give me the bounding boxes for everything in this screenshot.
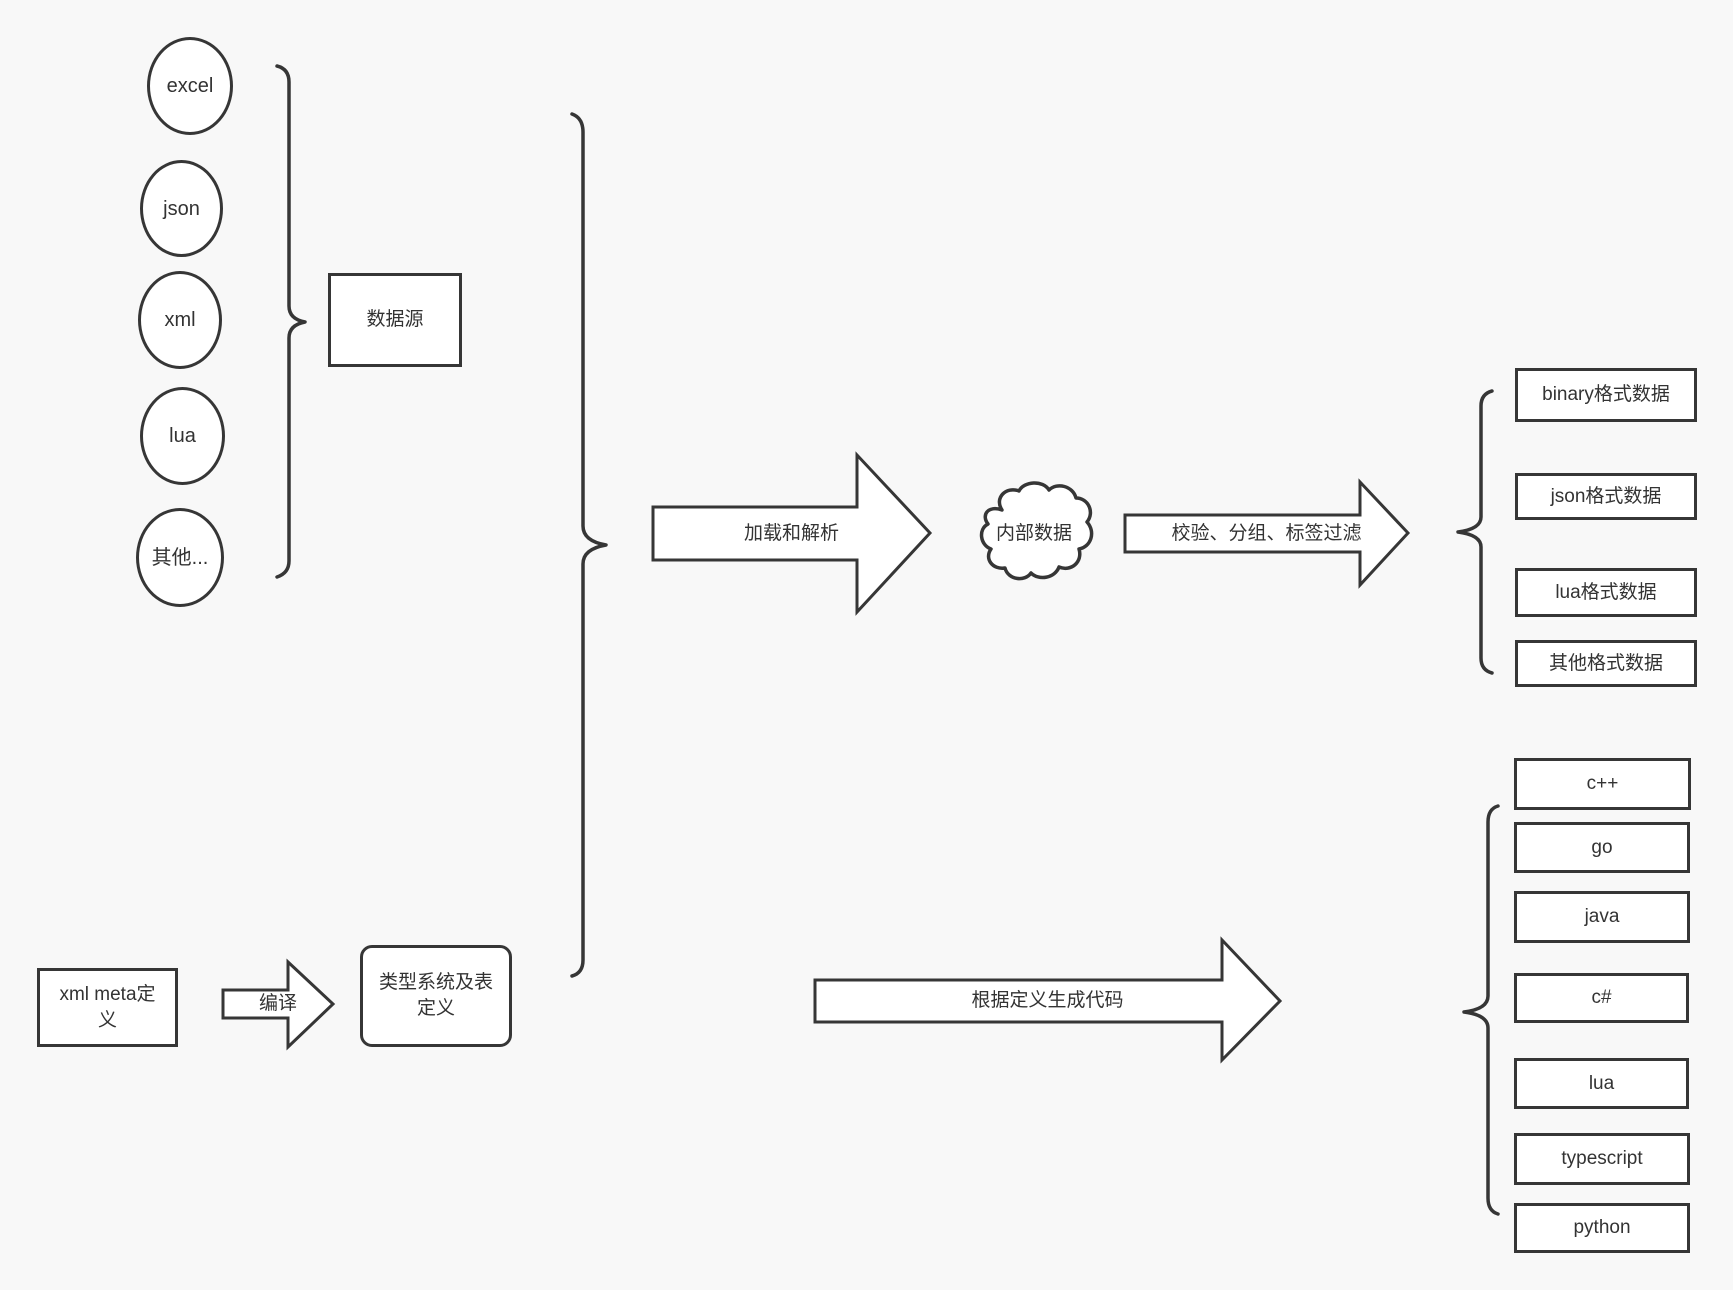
compile-arrow-shape — [221, 958, 336, 1051]
xml-meta-box-line2: 义 — [97, 1009, 117, 1031]
format-box-binary: binary格式数据 — [1515, 368, 1697, 422]
inputs-group-brace — [570, 112, 608, 978]
source-ellipse-lua: lua — [140, 387, 225, 485]
type-system-box-line1: 类型系统及表 — [378, 972, 493, 993]
codegen-arrow-shape — [813, 936, 1283, 1064]
type-system-box-text: 类型系统及表 定义 — [379, 970, 493, 1022]
language-box-lua: lua — [1514, 1058, 1689, 1109]
output-formats-brace — [1456, 389, 1494, 675]
language-box-java: java — [1514, 891, 1690, 943]
format-box-lua: lua格式数据 — [1515, 568, 1697, 617]
format-box-json: json格式数据 — [1515, 473, 1697, 520]
xml-meta-box-text: xml meta定 义 — [59, 982, 155, 1034]
language-box-cpp: c++ — [1514, 758, 1691, 810]
load-parse-arrow-shape — [651, 451, 933, 616]
type-system-box: 类型系统及表 定义 — [360, 945, 512, 1047]
source-ellipse-xml: xml — [138, 271, 222, 369]
xml-meta-box: xml meta定 义 — [37, 968, 178, 1047]
internal-data-cloud-shape — [979, 481, 1094, 581]
language-box-python: python — [1514, 1203, 1690, 1253]
type-system-box-line2: 定义 — [416, 998, 455, 1019]
sources-group-brace — [275, 64, 307, 579]
language-box-csharp: c# — [1514, 973, 1689, 1023]
xml-meta-box-line1: xml meta定 — [59, 983, 156, 1005]
source-ellipse-json: json — [140, 160, 223, 257]
source-ellipse-excel: excel — [147, 37, 233, 135]
languages-brace — [1462, 804, 1500, 1216]
language-box-typescript: typescript — [1514, 1133, 1690, 1185]
source-ellipse-other: 其他... — [136, 508, 224, 607]
data-source-box: 数据源 — [328, 273, 462, 367]
filter-arrow-shape — [1123, 478, 1411, 589]
language-box-go: go — [1514, 822, 1690, 873]
format-box-other: 其他格式数据 — [1515, 640, 1697, 687]
